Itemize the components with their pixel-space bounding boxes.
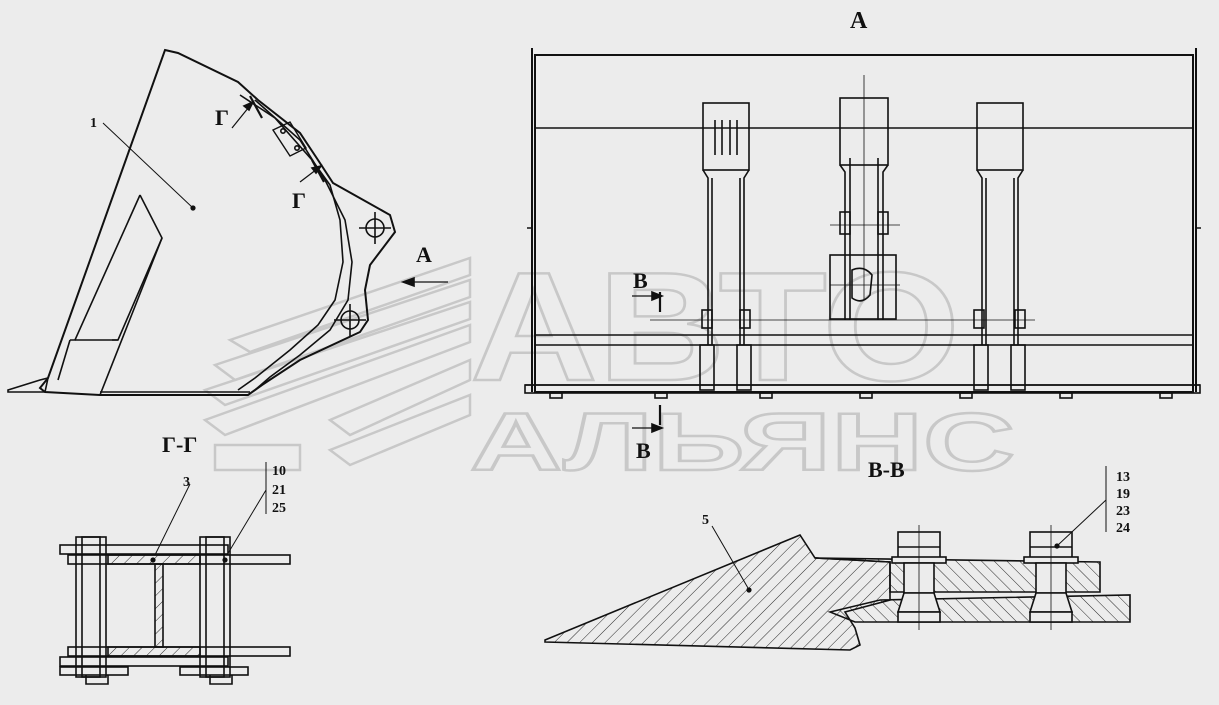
callout-hinge-plate: 3 xyxy=(183,475,190,490)
watermark-line1: АВТО xyxy=(470,240,960,413)
callout-v-bolt-3: 23 xyxy=(1116,504,1130,519)
callout-bucket: 1 xyxy=(90,116,97,131)
section-v-title: В-В xyxy=(868,457,905,482)
callout-g-bolt-1: 10 xyxy=(272,464,286,479)
callout-g-bolt-2: 21 xyxy=(272,483,286,498)
callout-g-bolt-3: 25 xyxy=(272,501,286,516)
section-v xyxy=(544,466,1131,651)
cut-label-g-bottom: Г xyxy=(292,188,306,213)
callout-v-bolt-2: 19 xyxy=(1116,487,1130,502)
view-a-title: А xyxy=(850,8,868,34)
watermark-line2: АЛЬЯНС xyxy=(470,397,1015,488)
callout-tooth: 5 xyxy=(702,513,709,528)
watermark: АВТО АЛЬЯНС xyxy=(202,239,1016,489)
section-g xyxy=(59,462,291,685)
section-g-title: Г-Г xyxy=(162,432,197,457)
cut-label-v-bottom: В xyxy=(636,438,651,463)
side-view xyxy=(7,48,448,396)
callout-v-bolt-1: 13 xyxy=(1116,470,1130,485)
cut-label-v-top: В xyxy=(633,268,648,293)
view-a xyxy=(524,48,1201,434)
view-arrow-a-label: А xyxy=(416,242,432,267)
cut-label-g-top: Г xyxy=(215,105,229,130)
callout-v-bolt-4: 24 xyxy=(1116,521,1130,536)
watermark-logo-icon xyxy=(202,256,472,472)
